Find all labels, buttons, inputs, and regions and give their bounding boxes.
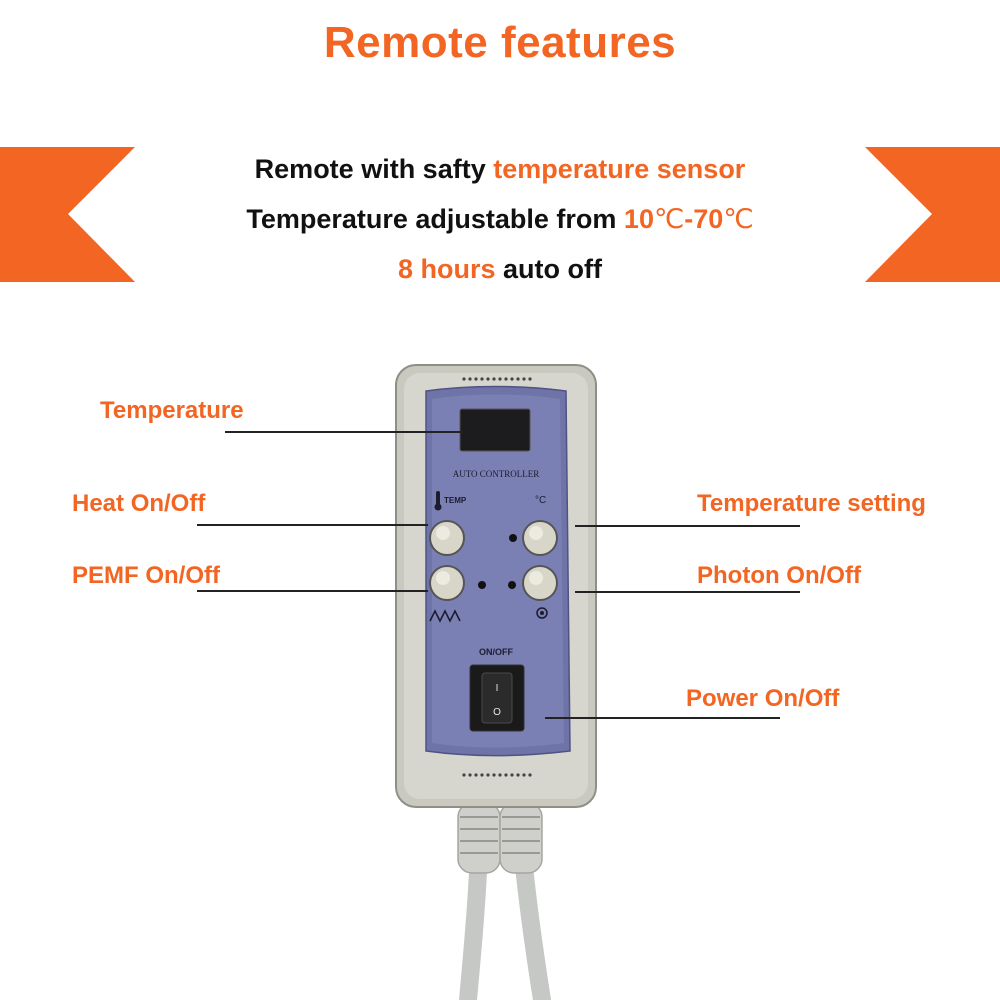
callout-power: Power On/Off	[686, 685, 840, 712]
heat-button[interactable]	[429, 520, 465, 556]
leader-line-photon	[575, 591, 800, 593]
feature-temperature-range: Temperature adjustable from 10℃-70℃	[0, 204, 1000, 235]
feature-sensor-text: Remote with safty	[254, 154, 494, 184]
power-switch[interactable]: I O	[469, 664, 525, 732]
remote-controller: AUTO CONTROLLER TEMP °C ON/OFF I O	[395, 364, 597, 1000]
panel-face	[432, 394, 564, 748]
callout-pemf: PEMF On/Off	[72, 562, 220, 589]
indicator-light	[478, 581, 486, 589]
feature-auto-off: 8 hours auto off	[0, 254, 1000, 285]
feature-auto-off-highlight: 8 hours	[397, 254, 496, 284]
feature-sensor-highlight: temperature sensor	[493, 154, 746, 184]
celsius-symbol: ℃	[723, 204, 754, 234]
leader-line-temperature-setting	[575, 525, 800, 527]
panel-label: AUTO CONTROLLER	[453, 469, 540, 479]
leader-line-heat	[197, 524, 428, 526]
indicator-light	[508, 581, 516, 589]
photon-icon	[536, 607, 548, 619]
switch-off-mark: O	[493, 707, 501, 718]
callout-photon: Photon On/Off	[697, 562, 861, 589]
left-arrow-banner	[0, 147, 135, 282]
callout-temperature: Temperature	[100, 397, 244, 424]
onoff-label: ON/OFF	[479, 647, 513, 657]
leader-line-temperature	[225, 431, 463, 433]
temp-label: TEMP	[444, 496, 467, 505]
pemf-button[interactable]	[429, 565, 465, 601]
feature-range-min: 10	[623, 204, 654, 234]
vent-top	[462, 377, 532, 381]
callout-temperature-setting: Temperature setting	[697, 490, 926, 517]
strain-relief	[457, 802, 543, 874]
photon-button[interactable]	[522, 565, 558, 601]
indicator-light	[509, 534, 517, 542]
leader-line-power	[545, 717, 780, 719]
page-title: Remote features	[323, 18, 677, 67]
temperature-display	[459, 408, 531, 452]
celsius-label: °C	[535, 495, 546, 506]
switch-on-mark: I	[496, 683, 499, 694]
wave-icon	[429, 609, 461, 623]
feature-range-text: Temperature adjustable from	[246, 204, 624, 234]
feature-auto-off-text: auto off	[495, 254, 602, 284]
callout-heat: Heat On/Off	[72, 490, 206, 517]
leader-line-pemf	[197, 590, 428, 592]
feature-sensor: Remote with safty temperature sensor	[0, 154, 1000, 185]
temperature-setting-button[interactable]	[522, 520, 558, 556]
thermometer-icon	[434, 491, 442, 511]
feature-range-max: -70	[684, 204, 724, 234]
vent-bottom	[462, 773, 532, 777]
right-arrow-banner	[865, 147, 1000, 282]
celsius-symbol: ℃	[653, 204, 685, 234]
